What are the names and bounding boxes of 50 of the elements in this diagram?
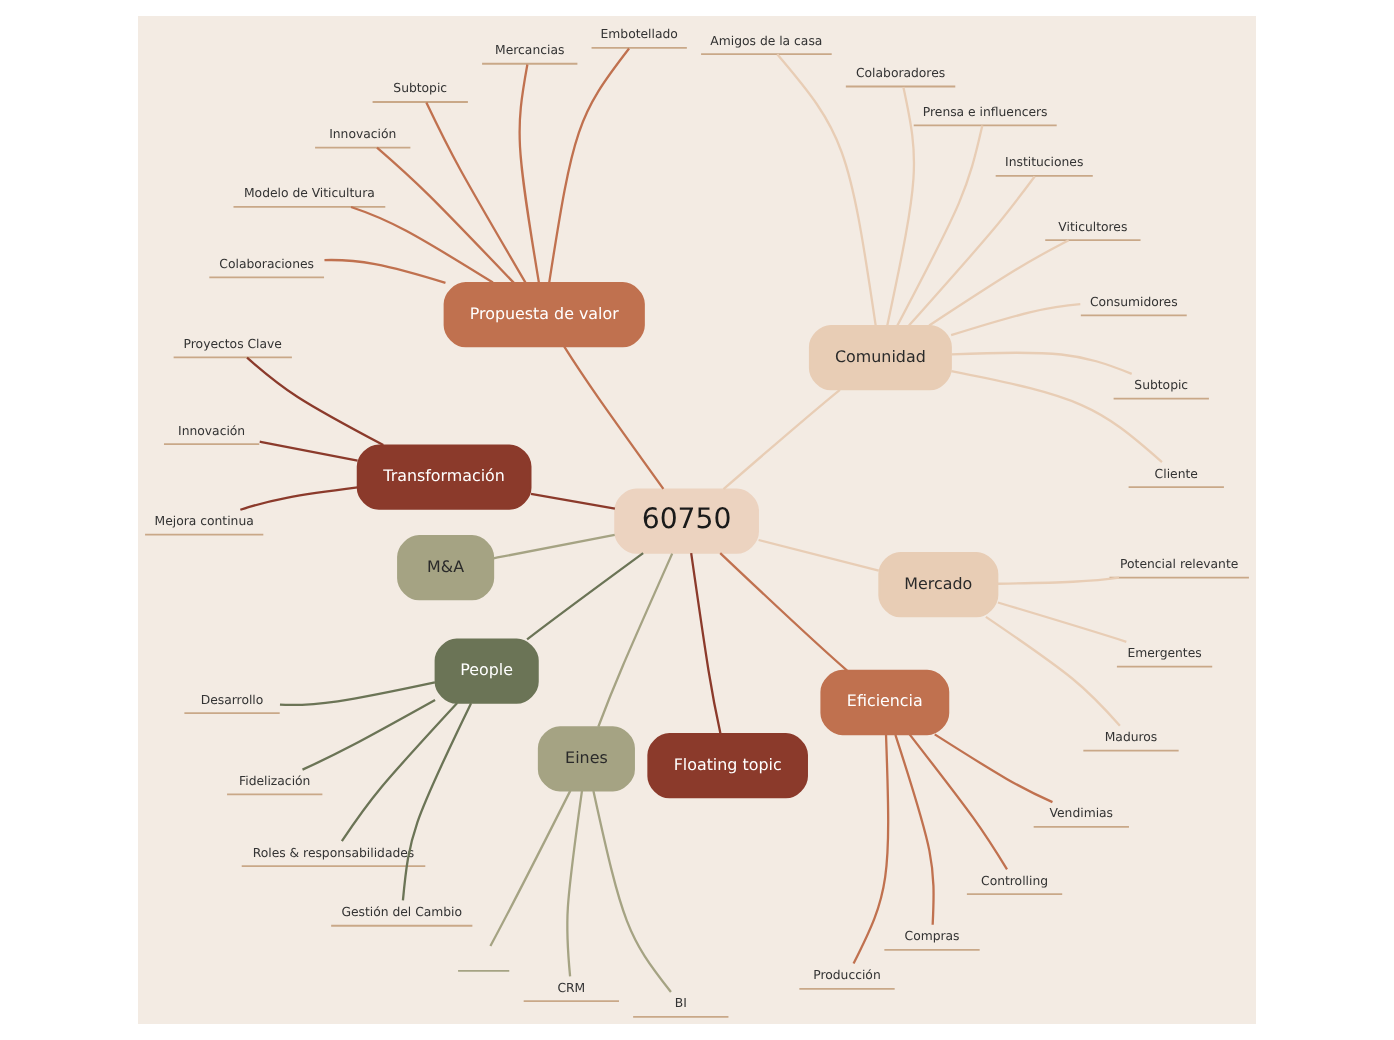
connector <box>401 702 473 901</box>
connector <box>722 388 841 491</box>
node-box: 60750 <box>614 488 759 554</box>
connector <box>776 53 877 326</box>
connector <box>928 239 1070 327</box>
connector <box>951 351 1133 375</box>
connector <box>997 576 1120 585</box>
node-box: People <box>434 638 539 704</box>
connector <box>908 733 1008 870</box>
connector <box>566 790 584 977</box>
connector <box>493 533 615 560</box>
connector <box>896 125 984 327</box>
connector <box>563 346 665 490</box>
connector <box>518 64 541 283</box>
node-box: Transformación <box>356 444 532 510</box>
connector <box>592 790 672 993</box>
connector <box>908 175 1036 327</box>
connector <box>302 699 436 771</box>
connector <box>240 486 358 511</box>
connector <box>259 440 358 462</box>
node-box: Eines <box>537 726 635 792</box>
connector <box>690 553 722 734</box>
connector <box>340 702 459 842</box>
connector <box>246 356 384 447</box>
node-box: Propuesta de valor <box>443 282 645 348</box>
connector <box>597 553 674 728</box>
connector <box>279 681 436 707</box>
connector <box>997 601 1127 643</box>
node-box: Mercado <box>878 551 999 618</box>
node-box: Comunidad <box>808 324 952 391</box>
connector <box>489 790 572 947</box>
connector <box>530 492 616 510</box>
connector <box>548 47 630 283</box>
connector <box>350 205 494 284</box>
node-box: Floating topic <box>647 733 808 799</box>
connector <box>425 101 527 284</box>
connector <box>950 303 1081 337</box>
connector <box>886 86 916 326</box>
node-box: M&A <box>397 535 495 601</box>
connector <box>985 615 1121 727</box>
connector <box>852 734 890 965</box>
connector <box>934 733 1053 804</box>
connector <box>376 146 515 284</box>
connector <box>758 538 879 572</box>
connector <box>719 552 848 672</box>
connector <box>894 734 935 925</box>
connector <box>951 370 1163 463</box>
connector <box>526 552 644 641</box>
connector <box>324 258 446 284</box>
node-box: Eficiencia <box>820 669 950 736</box>
